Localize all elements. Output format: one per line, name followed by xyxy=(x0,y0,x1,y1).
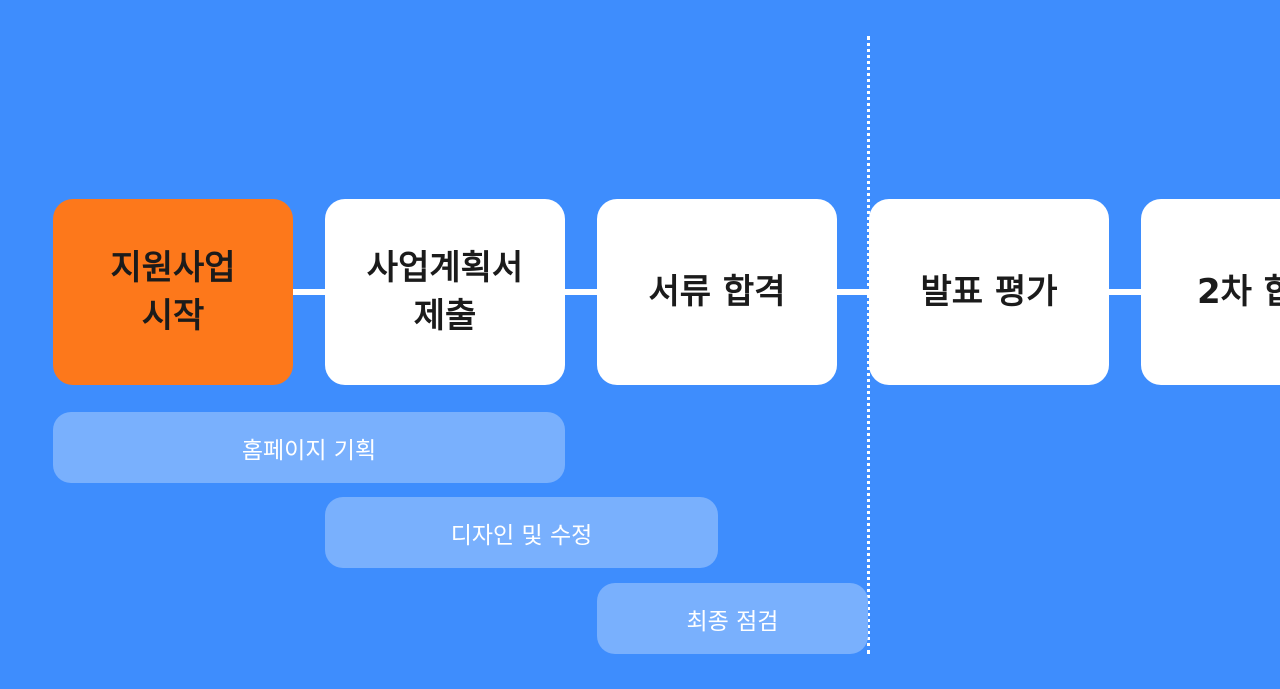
connector-line-1 xyxy=(292,289,326,295)
task-bar-design-revision: 디자인 및 수정 xyxy=(325,497,718,568)
step-box-2: 사업계획서 제출 xyxy=(325,199,565,385)
step-box-4: 발표 평가 xyxy=(869,199,1109,385)
connector-line-2 xyxy=(564,289,598,295)
task-label: 디자인 및 수정 xyxy=(450,522,593,549)
step-label: 발표 평가 xyxy=(920,272,1058,312)
connector-line-4 xyxy=(1108,289,1142,295)
step-box-3: 서류 합격 xyxy=(597,199,837,385)
step-label-line-2: 제출 xyxy=(413,296,477,336)
task-label: 홈페이지 기획 xyxy=(241,437,377,464)
step-box-5: 2차 합 xyxy=(1141,199,1280,385)
step-label-line-1: 사업계획서 xyxy=(366,248,524,288)
task-label: 최종 점검 xyxy=(686,608,779,635)
step-label: 2차 합 xyxy=(1197,272,1280,312)
task-bar-homepage-planning: 홈페이지 기획 xyxy=(53,412,565,483)
step-label-line-1: 지원사업 xyxy=(110,248,236,288)
phase-divider xyxy=(867,36,870,654)
connector-line-3 xyxy=(836,289,870,295)
task-bar-final-check: 최종 점검 xyxy=(597,583,868,654)
step-box-1: 지원사업 시작 xyxy=(53,199,293,385)
step-label: 서류 합격 xyxy=(648,272,786,312)
step-label-line-2: 시작 xyxy=(141,296,205,336)
